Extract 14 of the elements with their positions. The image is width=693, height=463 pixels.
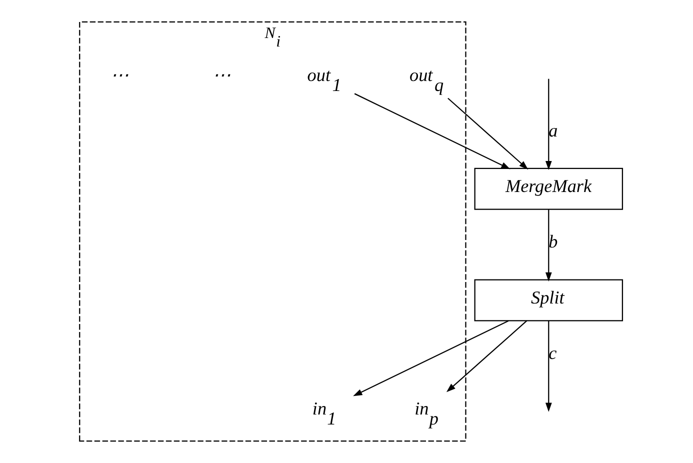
arrow <box>545 320 552 412</box>
label: ⋯ <box>212 64 230 85</box>
edge-label: b <box>548 232 558 252</box>
node-box: MergeMark <box>474 168 624 210</box>
arrow <box>448 98 528 170</box>
edge-label: c <box>548 343 557 364</box>
arrow <box>545 210 552 282</box>
node-box: Split <box>474 279 624 322</box>
arrow <box>353 320 509 396</box>
arrow <box>545 78 552 170</box>
arrow <box>446 320 528 392</box>
arrow <box>354 93 510 170</box>
edge-label: a <box>548 120 558 140</box>
label: ⋯ <box>110 64 128 85</box>
